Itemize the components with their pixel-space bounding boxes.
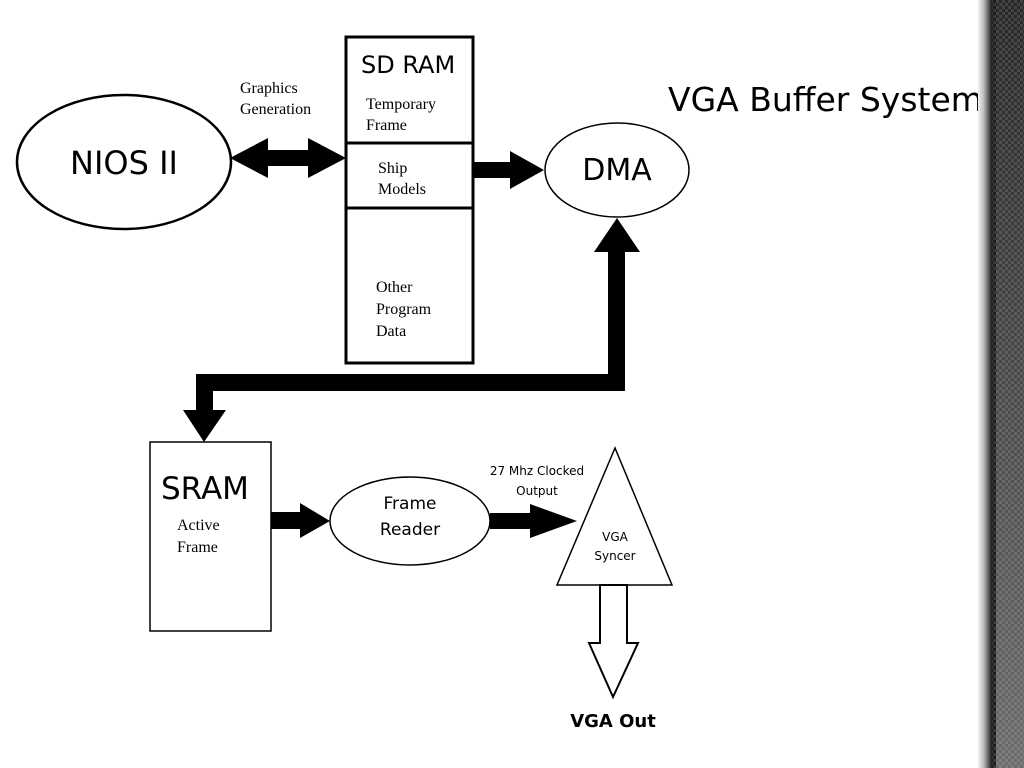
sdram-dma-arrow bbox=[473, 151, 544, 189]
dma-sram-connector bbox=[183, 218, 640, 442]
vga-syncer-line-1: VGA bbox=[602, 530, 629, 544]
vga-out-label: VGA Out bbox=[570, 711, 656, 732]
frame-reader-line-1: Frame bbox=[384, 494, 437, 514]
dma-node: DMA bbox=[544, 122, 690, 218]
connector-vertical-left bbox=[196, 374, 213, 418]
sdram-other-data-line-1: Other bbox=[376, 279, 413, 296]
sdram-other-data-line-2: Program bbox=[376, 301, 432, 318]
frame-reader-line-2: Reader bbox=[380, 520, 440, 540]
sram-block: SRAM Active Frame bbox=[149, 441, 272, 632]
sram-active-frame-line-2: Frame bbox=[177, 539, 218, 556]
clocked-output-line-1: 27 Mhz Clocked bbox=[490, 464, 584, 478]
dma-ellipse bbox=[544, 122, 690, 218]
frame-reader-node: Frame Reader bbox=[329, 476, 491, 566]
graphics-generation-line-2: Generation bbox=[240, 101, 311, 118]
vga-buffer-diagram: NIOS II Graphics Generation SD RAM Tempo… bbox=[15, 35, 690, 732]
nios-ellipse bbox=[15, 93, 233, 231]
graphics-generation-line-1: Graphics bbox=[240, 80, 298, 97]
sram-title: SRAM bbox=[161, 471, 249, 507]
clocked-output-line-2: Output bbox=[516, 484, 558, 498]
sdram-ship-models-line-1: Ship bbox=[378, 160, 407, 177]
decorative-side-strip bbox=[978, 0, 1024, 768]
sdram-other-data-line-3: Data bbox=[376, 323, 406, 340]
sdram-title: SD RAM bbox=[361, 51, 455, 79]
sdram-ship-models-line-2: Models bbox=[378, 181, 426, 198]
connector-arrowhead-down bbox=[183, 410, 226, 442]
connector-vertical-right bbox=[608, 250, 625, 390]
nios-node: NIOS II bbox=[15, 93, 233, 231]
sdram-block: SD RAM Temporary Frame Ship Models Other… bbox=[344, 35, 475, 365]
dma-label: DMA bbox=[582, 153, 652, 188]
sram-active-frame-line-1: Active bbox=[177, 517, 220, 534]
sram-box bbox=[149, 441, 272, 632]
sdram-temp-frame-line-1: Temporary bbox=[366, 96, 436, 113]
connector-horizontal bbox=[196, 374, 625, 391]
sdram-outer-box bbox=[344, 35, 475, 365]
sdram-temp-frame-line-2: Frame bbox=[366, 117, 407, 134]
vga-out-arrow bbox=[587, 584, 640, 700]
clocked-output-label: 27 Mhz Clocked Output bbox=[490, 464, 584, 498]
nios-sdram-double-arrow bbox=[230, 138, 346, 178]
connector-arrowhead-up bbox=[594, 218, 640, 252]
slide-title: VGA Buffer System bbox=[668, 80, 983, 119]
vga-syncer-line-2: Syncer bbox=[594, 549, 635, 563]
sram-frame-reader-arrow bbox=[271, 503, 330, 538]
frame-reader-vga-arrow bbox=[490, 504, 577, 538]
nios-label: NIOS II bbox=[70, 144, 178, 182]
graphics-generation-label: Graphics Generation bbox=[240, 80, 311, 118]
